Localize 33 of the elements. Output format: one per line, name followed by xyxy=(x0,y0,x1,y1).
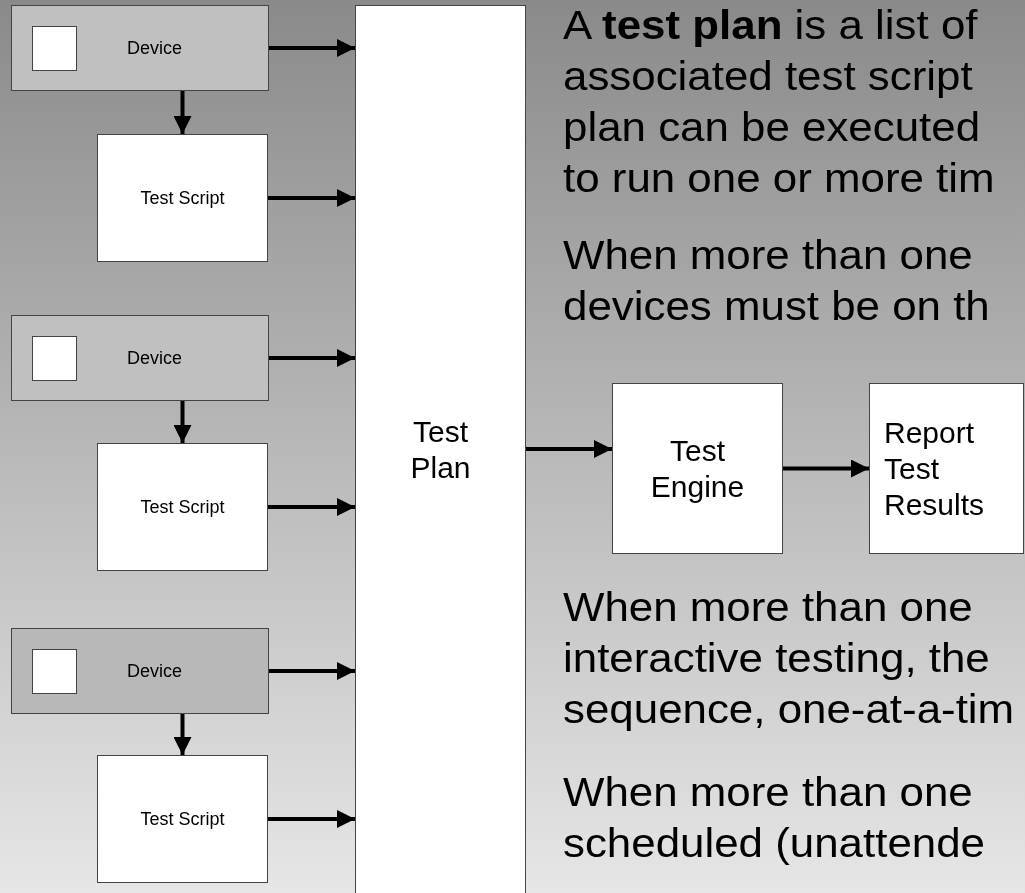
report-box xyxy=(869,383,1024,554)
test-engine-box xyxy=(612,383,783,554)
arrow xyxy=(269,662,355,680)
arrow xyxy=(269,349,355,367)
arrow xyxy=(783,459,869,478)
node-label: Device xyxy=(127,660,183,682)
device-box xyxy=(11,628,269,714)
arrow xyxy=(268,810,355,828)
node-label: Test Script xyxy=(140,808,225,830)
arrow xyxy=(526,440,612,458)
node-label: Test Script xyxy=(140,496,225,518)
node-label: Report Test Results xyxy=(884,414,984,523)
arrow xyxy=(173,401,192,443)
node-label: Test Plan xyxy=(409,413,472,486)
arrow xyxy=(269,39,355,57)
test-plan-box xyxy=(355,5,526,893)
node-label: Device xyxy=(127,347,183,369)
node-label: Test Script xyxy=(140,187,225,209)
paragraph: When more than one interactive testing, the sequence, one-at-a-tim xyxy=(563,583,1016,734)
arrow xyxy=(268,189,355,207)
node-label: Test Engine xyxy=(649,432,746,505)
paragraph: A test plan is a list of associated test script plan can be executed to run one or more tim xyxy=(563,1,996,203)
paragraph: When more than one devices must be on th xyxy=(563,231,991,331)
test-script-box xyxy=(97,443,268,571)
arrow xyxy=(173,91,192,134)
test-script-box xyxy=(97,755,268,883)
device-box xyxy=(11,315,269,401)
arrow xyxy=(173,714,192,755)
test-script-box xyxy=(97,134,268,262)
arrow xyxy=(268,498,355,516)
paragraph: When more than one scheduled (unattende xyxy=(563,768,986,868)
device-box xyxy=(11,5,269,91)
node-label: Device xyxy=(127,37,183,59)
